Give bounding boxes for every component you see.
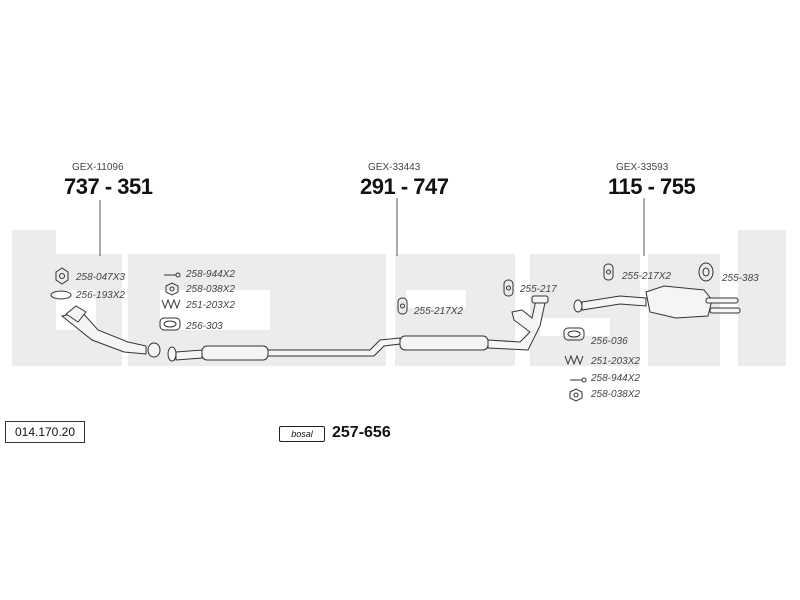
- part-label: 255-383: [722, 273, 759, 284]
- rubber-hanger-icon: [397, 297, 408, 315]
- gasket-ring-icon: [50, 290, 72, 300]
- part-label: 255-217X2: [414, 306, 463, 317]
- section-code-middle: GEX-33443: [368, 162, 421, 173]
- part-label: 258-038X2: [591, 389, 640, 400]
- section-part-rear: 115 - 755: [608, 174, 696, 199]
- part-label: 251-203X2: [591, 356, 640, 367]
- part-label: 256-303: [186, 321, 223, 332]
- spring-icon: [161, 298, 181, 310]
- rear-silencer: [573, 285, 741, 319]
- part-label: 255-217X2: [622, 271, 671, 282]
- mounting-kit-part-number: 257-656: [332, 424, 391, 441]
- part-label: 251-203X2: [186, 300, 235, 311]
- seal-ring-icon: [563, 327, 585, 341]
- part-label: 258-047X3: [76, 272, 125, 283]
- bolt-icon: [164, 272, 181, 278]
- rubber-mount-icon: [698, 262, 714, 282]
- catalog-number: 014.170.20: [5, 421, 85, 443]
- bolt-icon: [570, 377, 587, 383]
- part-label: 255-217: [520, 284, 557, 295]
- rubber-hanger-icon: [603, 263, 614, 281]
- part-label: 258-944X2: [186, 269, 235, 280]
- part-label: 258-944X2: [591, 373, 640, 384]
- section-code-rear: GEX-33593: [616, 162, 669, 173]
- section-part-front: 737 - 351: [64, 174, 153, 199]
- part-label: 256-193X2: [76, 290, 125, 301]
- part-label: 258-038X2: [186, 284, 235, 295]
- spring-icon: [564, 354, 584, 366]
- middle-pipe: [175, 295, 549, 361]
- front-pipe: [60, 305, 177, 362]
- rubber-hanger-icon: [503, 279, 514, 297]
- nut-icon: [569, 388, 583, 402]
- nut-icon: [165, 282, 179, 296]
- part-label: 256-036: [591, 336, 628, 347]
- section-part-middle: 291 - 747: [360, 174, 449, 199]
- section-code-front: GEX-11096: [72, 162, 124, 173]
- brand-logo: bosal: [279, 426, 325, 442]
- seal-ring-icon: [159, 317, 181, 331]
- hardware-icons: [50, 262, 714, 402]
- clamp-icon: [55, 267, 69, 285]
